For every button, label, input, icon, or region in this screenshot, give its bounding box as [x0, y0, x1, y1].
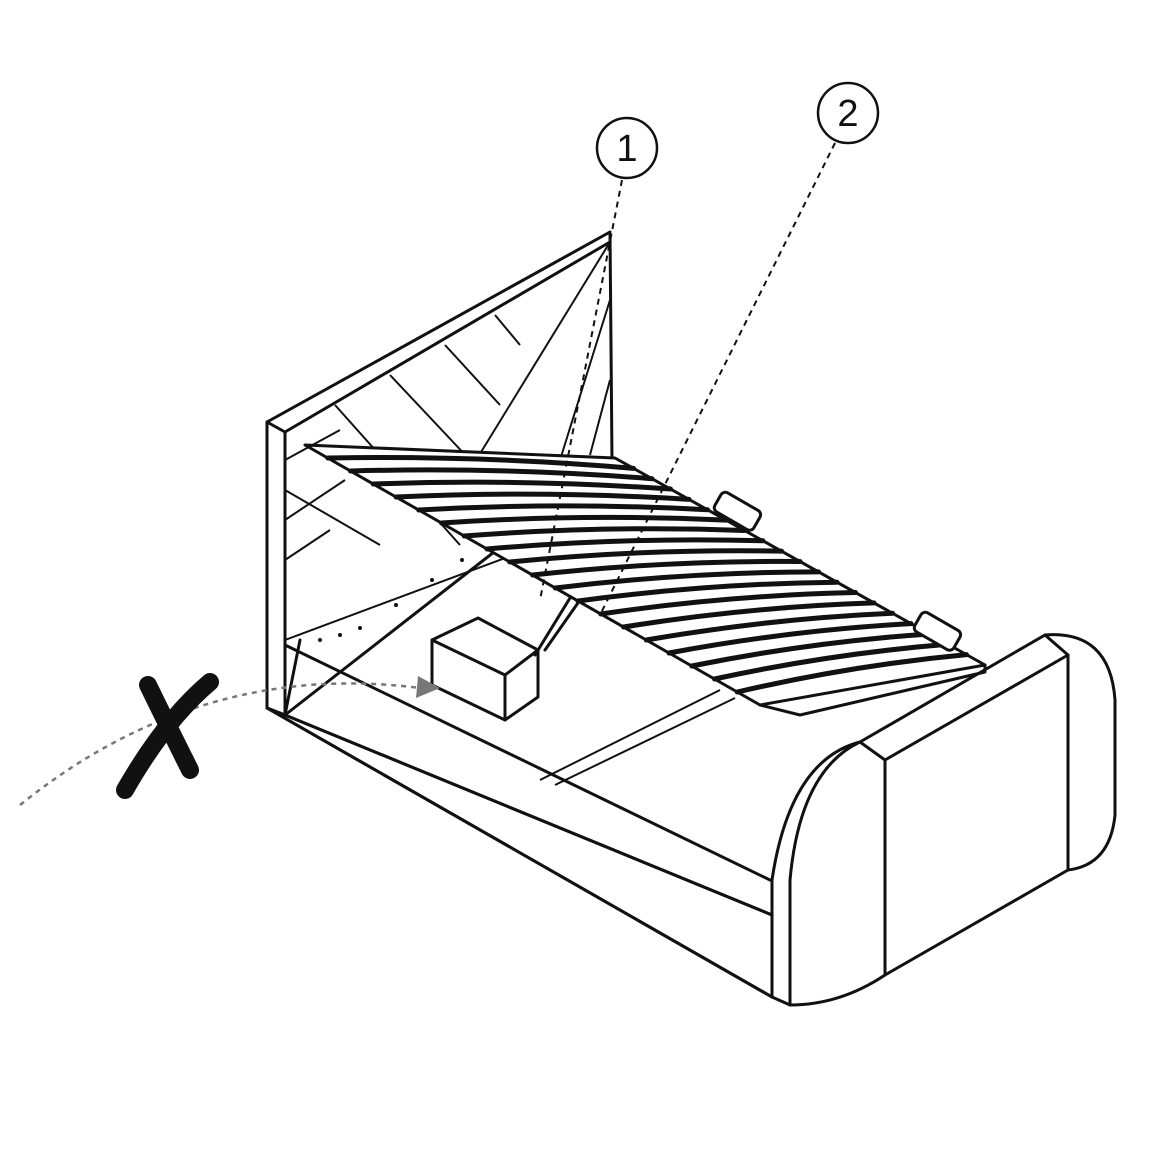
- slats: [325, 455, 969, 695]
- slat: [530, 558, 803, 578]
- slat: [416, 503, 710, 513]
- slat: [598, 590, 858, 617]
- callout-number: 2: [837, 93, 858, 135]
- slat: [370, 479, 673, 492]
- slat: [689, 631, 932, 669]
- slat: [393, 491, 692, 502]
- slat: [666, 621, 914, 656]
- callout-leader-1: [539, 179, 623, 601]
- slat: [484, 537, 766, 552]
- slat: [348, 467, 655, 482]
- slat: [325, 455, 636, 471]
- prohibited-x-icon: [116, 673, 219, 799]
- arrow-head-icon: [416, 676, 440, 698]
- lift-handle: [712, 490, 763, 532]
- slat: [643, 610, 895, 643]
- slat: [621, 600, 877, 630]
- slat: [439, 514, 729, 526]
- slat: [461, 526, 747, 539]
- callout-number: 1: [616, 128, 637, 170]
- slat: [507, 548, 784, 565]
- slat: [734, 652, 969, 695]
- storage-box: [430, 616, 540, 722]
- callout-2: 2: [816, 81, 880, 145]
- slat: [712, 641, 951, 682]
- slat: [552, 569, 821, 591]
- callout-1: 1: [595, 116, 659, 180]
- lift-handle: [912, 610, 963, 652]
- slat: [575, 579, 840, 604]
- dots: [318, 558, 464, 642]
- slatted-lid: [303, 443, 987, 717]
- footboard: [770, 633, 1117, 1007]
- wrong-direction-arrow: [19, 682, 421, 806]
- gas-strut: [533, 596, 582, 657]
